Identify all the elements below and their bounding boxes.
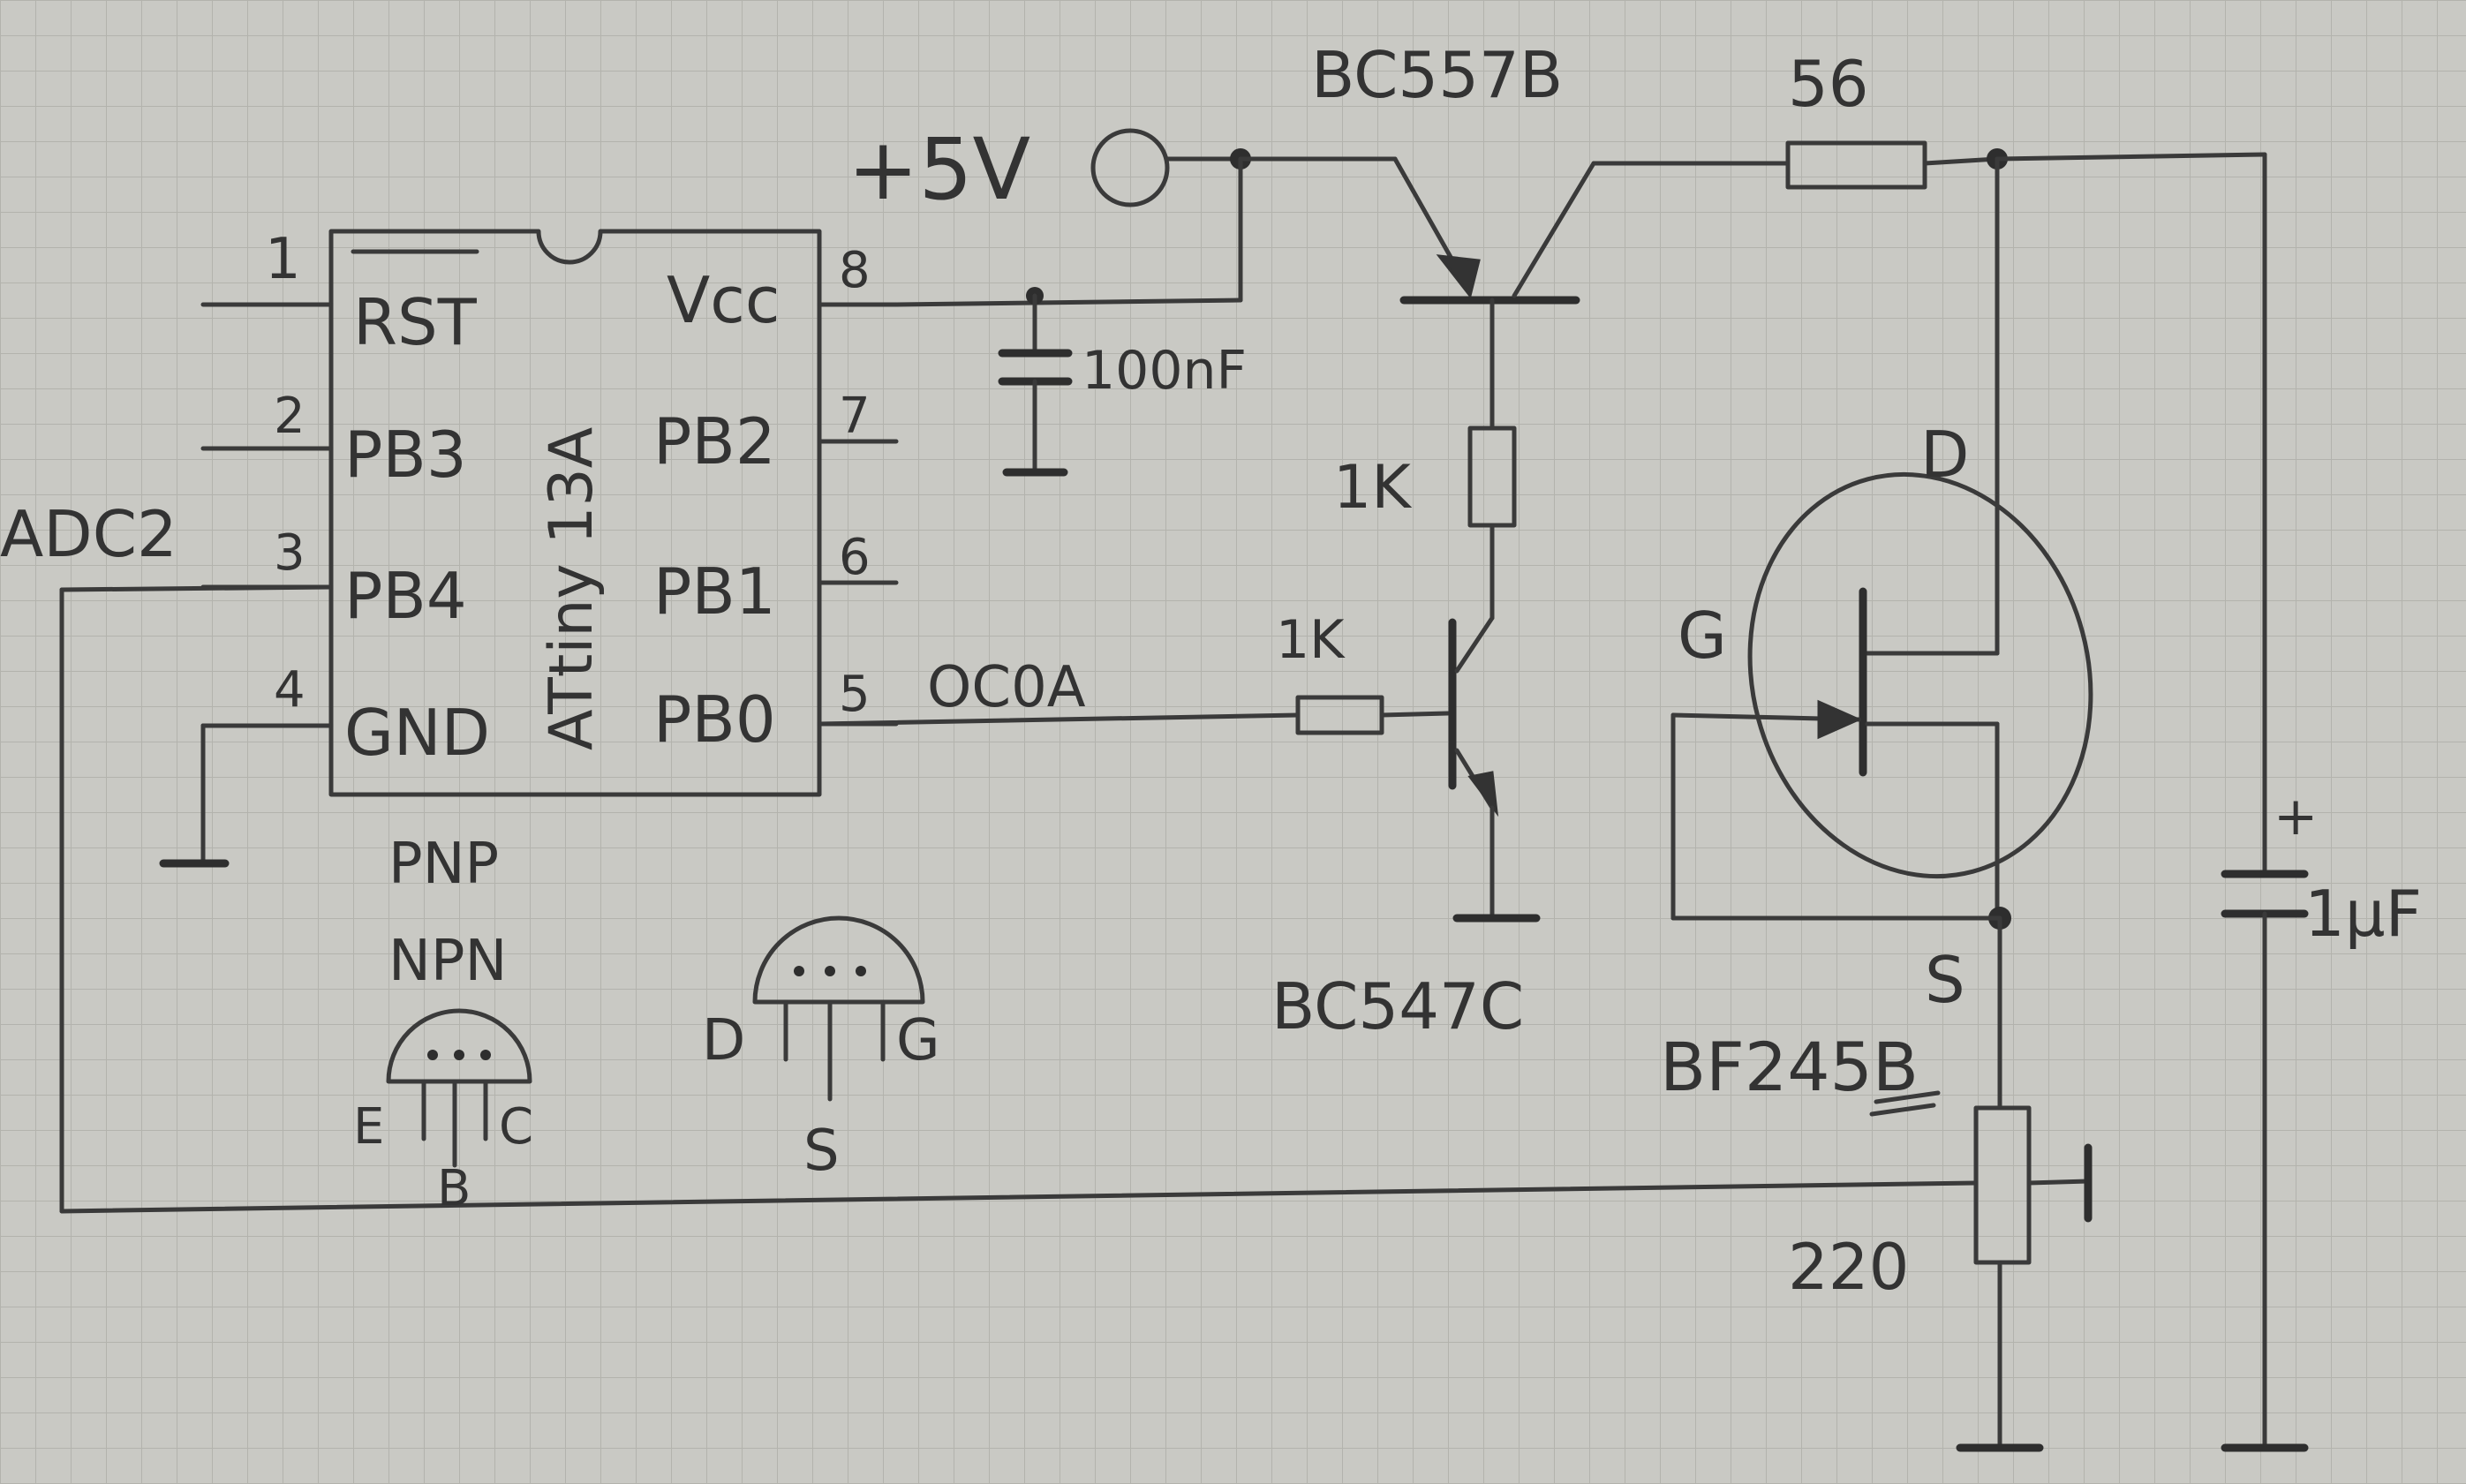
pin-number-6: 6 xyxy=(839,529,871,586)
pin-number-3: 3 xyxy=(274,524,305,582)
cap-small-label: 100nF xyxy=(1082,340,1247,402)
decoupling-capacitor: 100nF xyxy=(998,287,1247,477)
pin-name-vcc: Vcc xyxy=(667,263,780,337)
jfet-label: BF245B xyxy=(1660,1028,1919,1106)
adc-feedback-wire xyxy=(59,584,1979,1214)
r-top-label: 56 xyxy=(1788,47,1869,121)
pinout-jfet-source: S xyxy=(803,1119,840,1184)
chip-name: ATtiny 13A xyxy=(537,427,607,750)
pin-number-2: 2 xyxy=(274,388,305,445)
resistor-56: 56 xyxy=(1785,47,2267,190)
pinout-bjt-base: B xyxy=(437,1160,471,1217)
supply-terminal: +5V xyxy=(848,120,1251,307)
pinout-bjt-collector: C xyxy=(499,1098,533,1156)
output-capacitor: + 1µF xyxy=(2221,152,2422,1452)
pin-name-pb4: PB4 xyxy=(344,559,467,633)
pnp-transistor: BC557B xyxy=(1238,38,1791,305)
npn-label: BC547C xyxy=(1271,969,1524,1043)
pin-name-pb1: PB1 xyxy=(653,554,776,629)
potentiometer-220: 220 xyxy=(1788,915,2093,1452)
pinout-type-pnp: PNP xyxy=(388,832,499,897)
attiny-chip: 1 2 3 4 RST PB3 PB4 GND 8 7 6 5 Vcc PB2 … xyxy=(200,227,899,797)
pin-name-gnd: GND xyxy=(344,696,490,770)
pin-number-1: 1 xyxy=(265,227,301,292)
cap-big-label: 1µF xyxy=(2304,877,2422,951)
pinout-jfet-drain: D xyxy=(702,1008,745,1073)
cap-plus-sign: + xyxy=(2274,786,2318,847)
pin-number-4: 4 xyxy=(274,661,305,719)
jfet-drain-label: D xyxy=(1920,418,1969,492)
adc-label: ADC2 xyxy=(0,497,177,571)
pinout-type-npn: NPN xyxy=(388,929,507,994)
pin-name-pb3: PB3 xyxy=(344,418,467,492)
r-base-label: 1K xyxy=(1276,609,1346,671)
pinout-bjt-emitter: E xyxy=(353,1098,384,1156)
npn-transistor: 1K BC547C xyxy=(817,609,1541,1043)
pinout-jfet-gate: G xyxy=(896,1008,940,1073)
r-collector-label: 1K xyxy=(1333,453,1413,523)
pin-name-pb2: PB2 xyxy=(653,404,776,478)
jfet-gate-label: G xyxy=(1678,599,1727,673)
chip-ground xyxy=(159,723,334,868)
pin-number-7: 7 xyxy=(839,388,871,445)
bjt-pinout: PNP NPN E B C xyxy=(353,832,533,1217)
pin-name-pb0: PB0 xyxy=(653,682,776,757)
pwm-label: OC0A xyxy=(927,655,1086,720)
supply-label: +5V xyxy=(848,120,1030,219)
pin-name-rst: RST xyxy=(353,285,478,359)
pin-number-8: 8 xyxy=(839,242,871,299)
resistor-1k-collector: 1K xyxy=(1333,298,1517,621)
jfet-transistor: D G S BF245B xyxy=(1660,156,2093,1117)
jfet-source-label: S xyxy=(1925,943,1965,1017)
pnp-label: BC557B xyxy=(1311,38,1563,112)
pin-number-5: 5 xyxy=(839,666,871,723)
jfet-pinout: D S G xyxy=(702,915,940,1184)
pot-label: 220 xyxy=(1788,1230,1909,1304)
